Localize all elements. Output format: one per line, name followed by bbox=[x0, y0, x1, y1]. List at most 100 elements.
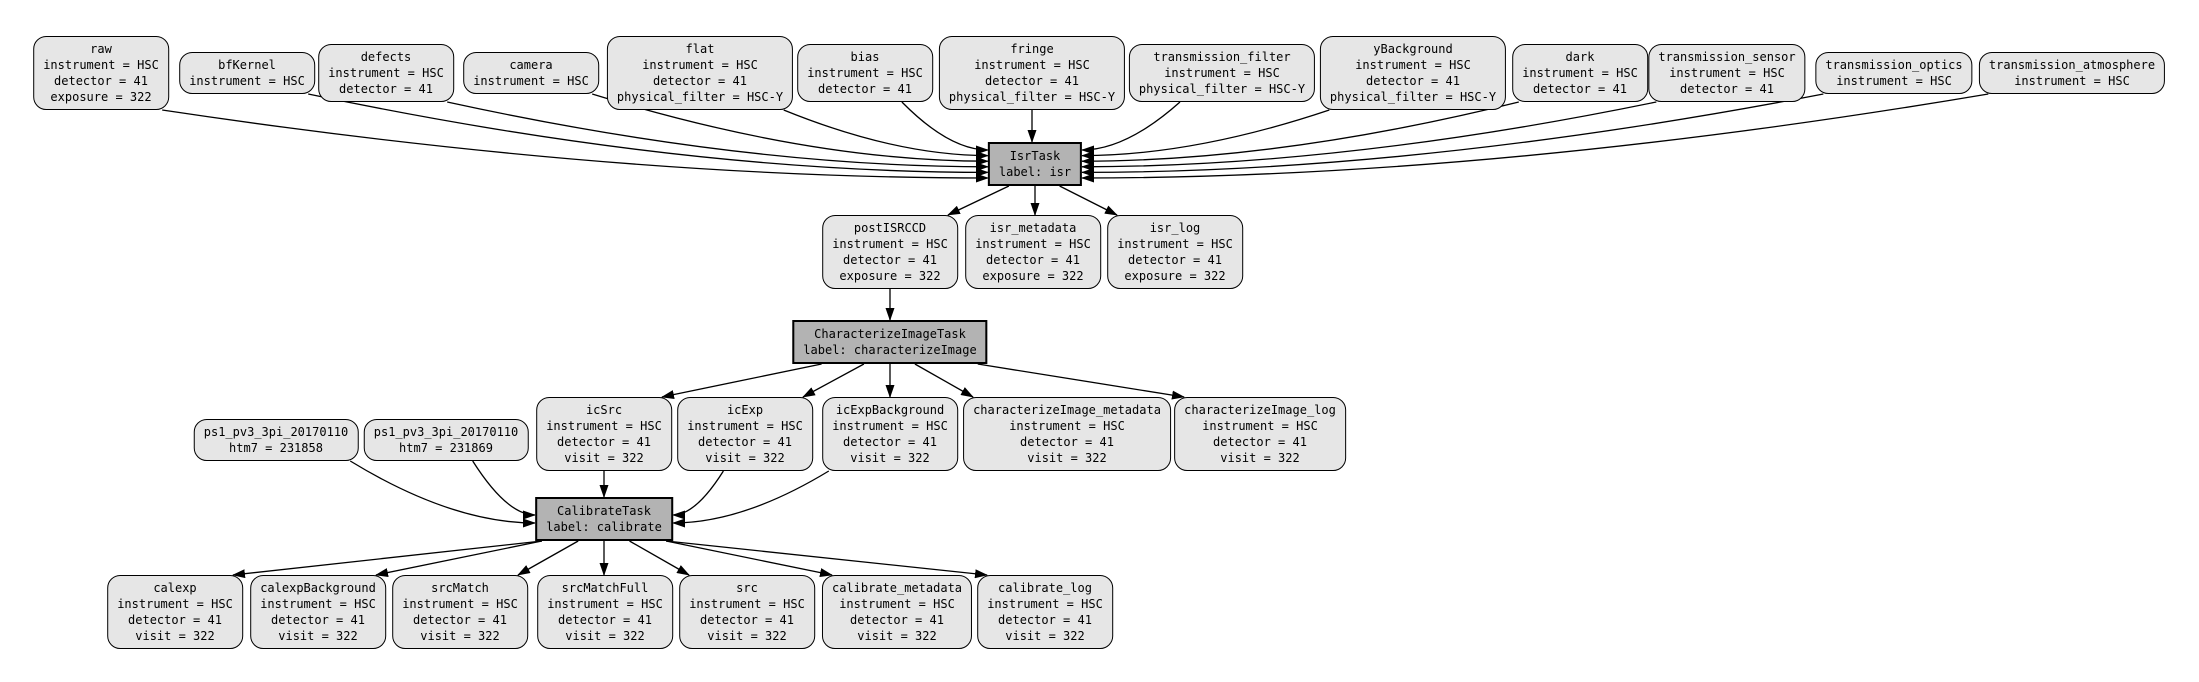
node-field: instrument = HSC bbox=[807, 66, 923, 80]
edge-isr-postISRCCD bbox=[947, 185, 1010, 216]
node-field: detector = 41 bbox=[1533, 82, 1627, 96]
node-field: exposure = 322 bbox=[1124, 269, 1226, 283]
node-field: instrument = HSC bbox=[987, 597, 1103, 611]
edge-transmission_sensor-isr bbox=[1081, 101, 1657, 172]
node-field: instrument = HSC bbox=[547, 597, 663, 611]
node-field: detector = 41 bbox=[1020, 435, 1114, 449]
node-field: instrument = HSC bbox=[974, 58, 1090, 72]
node-field: detector = 41 bbox=[1128, 253, 1222, 267]
node-title: srcMatch bbox=[431, 581, 489, 595]
node-title: IsrTask bbox=[1009, 149, 1061, 163]
node-field: physical_filter = HSC-Y bbox=[948, 90, 1116, 104]
node-field: detector = 41 bbox=[1680, 82, 1774, 96]
node-field: instrument = HSC bbox=[832, 419, 948, 433]
edge-defects-isr bbox=[447, 101, 989, 172]
node-field: detector = 41 bbox=[698, 435, 792, 449]
node-title: isr_log bbox=[1149, 221, 1201, 235]
node-field: instrument = HSC bbox=[546, 419, 662, 433]
node-field: detector = 41 bbox=[558, 613, 652, 627]
node-title: transmission_sensor bbox=[1658, 50, 1796, 64]
edge-calibrate-calexp bbox=[232, 540, 542, 579]
node-title: yBackground bbox=[1373, 42, 1453, 56]
node-field: instrument = HSC bbox=[1522, 66, 1638, 80]
node-field: detector = 41 bbox=[653, 74, 747, 88]
node-field: visit = 322 bbox=[850, 451, 930, 465]
edge-yBackground-isr bbox=[1081, 109, 1330, 161]
node-field: visit = 322 bbox=[564, 451, 644, 465]
node-title: icExpBackground bbox=[835, 403, 945, 417]
node-title: srcMatchFull bbox=[561, 581, 649, 595]
node-title: ps1_pv3_3pi_20170110 bbox=[203, 425, 349, 439]
edge-icExpBackground-calibrate bbox=[672, 470, 830, 528]
edge-characterizeImage-icExp bbox=[802, 363, 865, 398]
node-field: label: isr bbox=[998, 165, 1072, 179]
graph-node-transmission_filter: transmission_filter instrument = HSC physi… bbox=[1128, 44, 1316, 102]
node-field: instrument = HSC bbox=[1202, 419, 1318, 433]
node-field: detector = 41 bbox=[985, 74, 1079, 88]
edge-transmission_filter-isr bbox=[1081, 101, 1181, 155]
node-field: detector = 41 bbox=[413, 613, 507, 627]
node-field: visit = 322 bbox=[707, 629, 787, 643]
edge-bias-isr bbox=[901, 101, 989, 155]
node-field: physical_filter = HSC-Y bbox=[616, 90, 784, 104]
edge-characterizeImage-icSrc bbox=[661, 363, 822, 399]
node-field: visit = 322 bbox=[278, 629, 358, 643]
node-field: instrument = HSC bbox=[975, 237, 1091, 251]
edge-ps1_a-calibrate bbox=[349, 460, 536, 528]
edge-icExp-calibrate bbox=[672, 470, 724, 520]
node-field: instrument = HSC bbox=[189, 74, 305, 88]
edge-raw-isr bbox=[162, 109, 989, 183]
node-title: CharacterizeImageTask bbox=[814, 327, 966, 341]
node-field: detector = 41 bbox=[850, 613, 944, 627]
node-title: calexpBackground bbox=[260, 581, 376, 595]
node-field: instrument = HSC bbox=[1836, 74, 1952, 88]
node-field: exposure = 322 bbox=[50, 90, 152, 104]
node-title: fringe bbox=[1010, 42, 1054, 56]
edge-bfKernel-isr bbox=[308, 93, 989, 177]
graph-node-characterizeImage: CharacterizeImageTask label: characterize… bbox=[792, 320, 988, 364]
node-field: instrument = HSC bbox=[689, 597, 805, 611]
node-field: visit = 322 bbox=[1027, 451, 1107, 465]
node-field: instrument = HSC bbox=[1117, 237, 1233, 251]
node-field: label: calibrate bbox=[546, 520, 662, 534]
node-title: icExp bbox=[726, 403, 764, 417]
node-field: instrument = HSC bbox=[260, 597, 376, 611]
edge-calibrate-calexpBackground bbox=[375, 540, 543, 577]
node-title: calibrate_log bbox=[998, 581, 1092, 595]
node-title: raw bbox=[90, 42, 112, 56]
node-field: instrument = HSC bbox=[642, 58, 758, 72]
node-field: detector = 41 bbox=[843, 253, 937, 267]
node-title: transmission_filter bbox=[1153, 50, 1291, 64]
node-title: bias bbox=[850, 50, 880, 64]
node-field: instrument = HSC bbox=[832, 237, 948, 251]
edge-flat-isr bbox=[783, 109, 989, 161]
node-title: characterizeImage_log bbox=[1184, 403, 1336, 417]
node-title: src bbox=[736, 581, 758, 595]
node-field: instrument = HSC bbox=[839, 597, 955, 611]
node-field: instrument = HSC bbox=[1164, 66, 1280, 80]
node-title: calibrate_metadata bbox=[831, 581, 963, 595]
node-field: visit = 322 bbox=[857, 629, 937, 643]
node-title: defects bbox=[360, 50, 412, 64]
node-field: detector = 41 bbox=[339, 82, 433, 96]
node-field: physical_filter = HSC-Y bbox=[1138, 82, 1306, 96]
node-field: instrument = HSC bbox=[1355, 58, 1471, 72]
node-field: physical_filter = HSC-Y bbox=[1329, 90, 1497, 104]
node-field: instrument = HSC bbox=[402, 597, 518, 611]
node-field: label: characterizeImage bbox=[803, 343, 977, 357]
